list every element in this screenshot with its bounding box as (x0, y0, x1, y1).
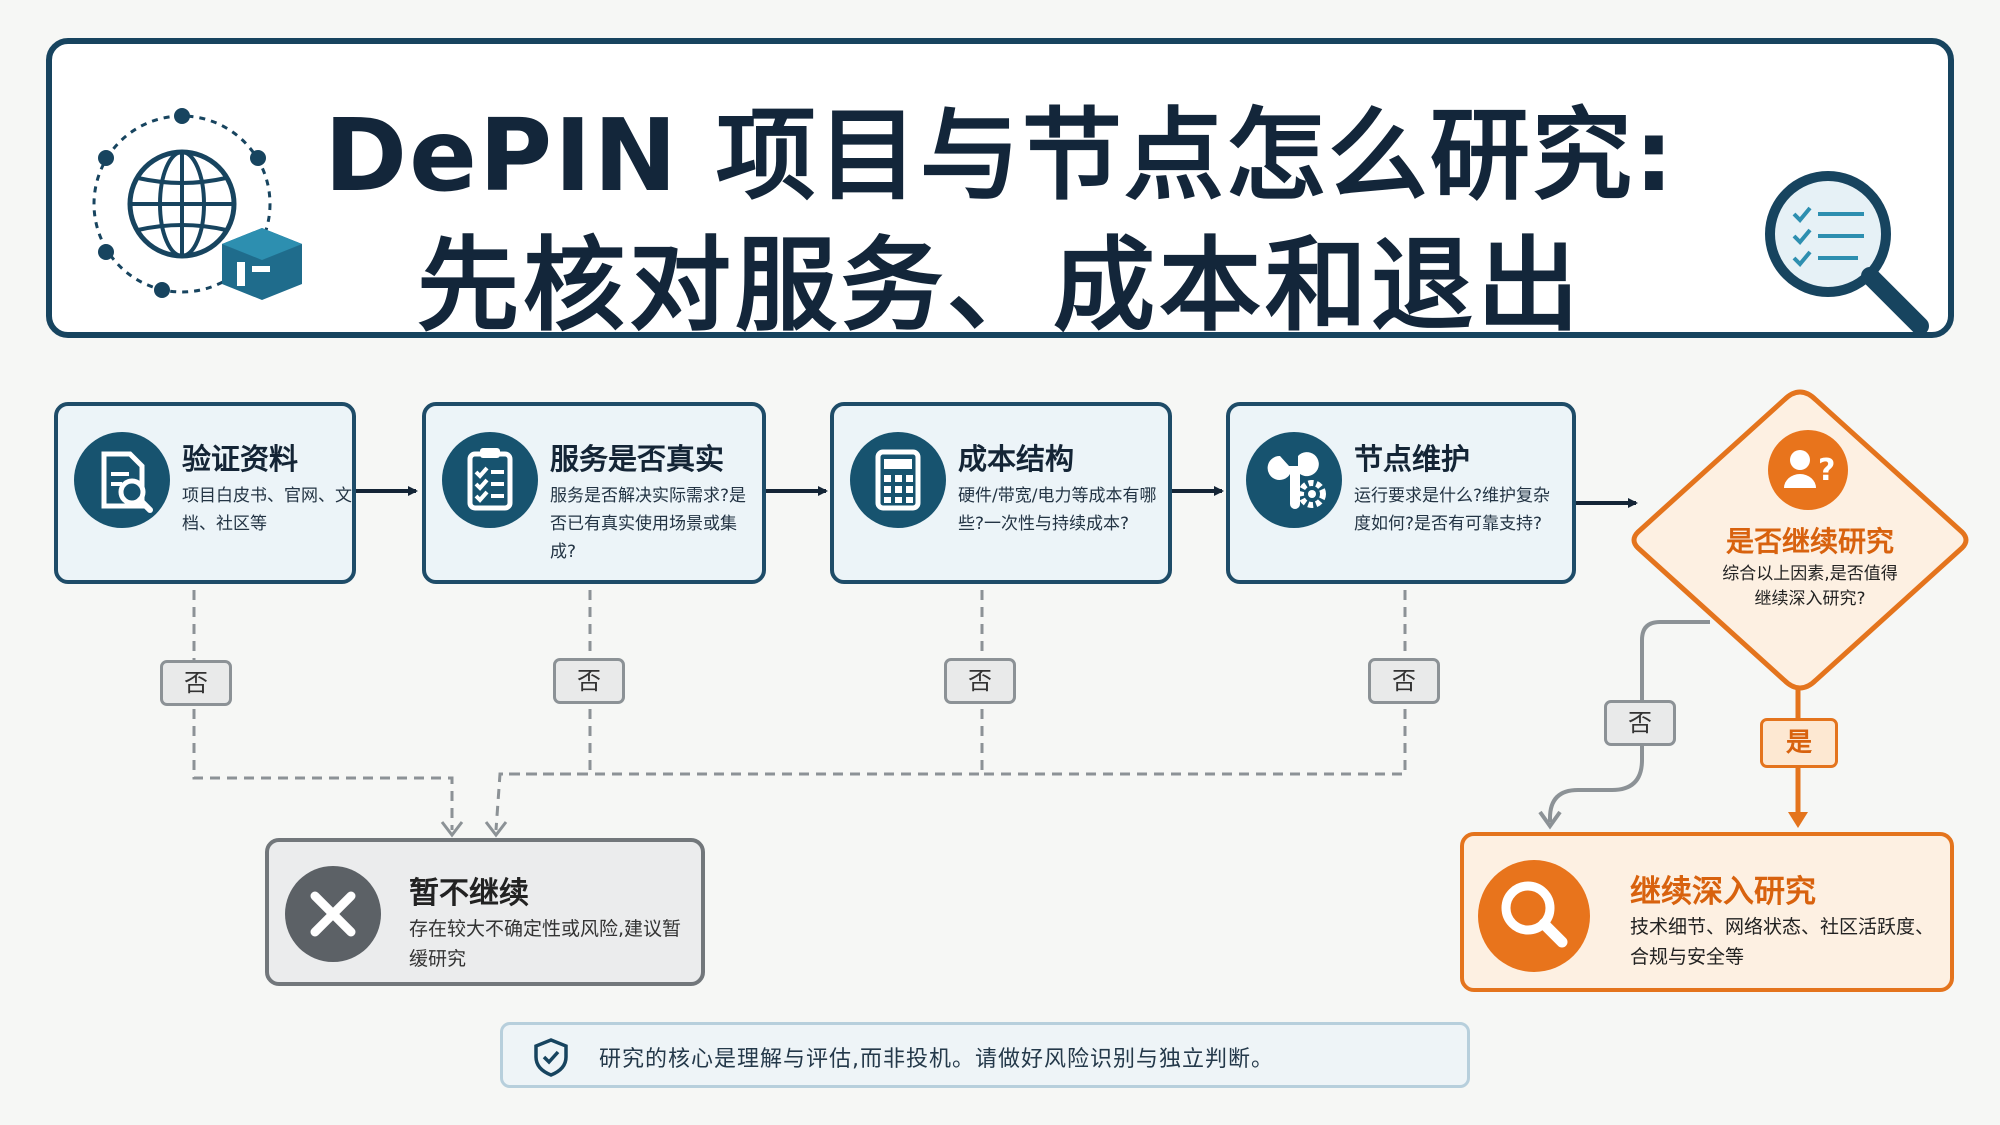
continue-research-box: 继续深入研究 技术细节、网络状态、社区活跃度、合规与安全等 (1460, 832, 1954, 992)
calculator-icon (850, 432, 946, 528)
step-card-real-service: 服务是否真实 服务是否解决实际需求?是否已有真实使用场景或集成? (422, 402, 766, 584)
document-search-icon (74, 432, 170, 528)
magnifier-icon (1478, 860, 1590, 972)
go-title: 继续深入研究 (1630, 874, 1816, 910)
svg-text:?: ? (1818, 453, 1835, 488)
step-title: 成本结构 (958, 442, 1075, 476)
step-title: 服务是否真实 (550, 442, 725, 476)
wrench-gear-icon (1246, 432, 1342, 528)
step-card-node-maintenance: 节点维护 运行要求是什么?维护复杂度如何?是否有可靠支持? (1226, 402, 1576, 584)
checklist-magnifier-icon (1765, 171, 1929, 335)
step-title: 验证资料 (182, 442, 299, 476)
no-arrowhead-1 (440, 821, 464, 838)
decision-yes-arrowhead (1788, 812, 1808, 828)
no-paths (192, 590, 1407, 831)
decision-diamond (1631, 389, 1969, 691)
no-label-step3: 否 (944, 658, 1016, 704)
globe-network-icon (92, 108, 302, 300)
decision-no-arrowhead (1538, 810, 1562, 830)
title-line-2: 先核对服务、成本和退出 (417, 227, 1583, 346)
no-label-step2: 否 (553, 658, 625, 704)
footer-disclaimer: 研究的核心是理解与评估,而非投机。请做好风险识别与独立判断。 (500, 1022, 1470, 1088)
step-desc: 硬件/带宽/电力等成本有哪些?一次性与持续成本? (958, 486, 1157, 534)
decision-desc: 综合以上因素,是否值得继续深入研究? (1722, 564, 1898, 609)
header-banner: DePIN 项目与节点怎么研究: 先核对服务、成本和退出 (46, 38, 1954, 346)
step-desc: 服务是否解决实际需求?是否已有真实使用场景或集成? (550, 486, 747, 562)
step-desc: 运行要求是什么?维护复杂度如何?是否有可靠支持? (1354, 486, 1551, 534)
clipboard-checklist-icon (442, 432, 538, 528)
stop-desc: 存在较大不确定性或风险,建议暂缓研究 (409, 918, 682, 970)
yes-label-decision: 是 (1760, 718, 1838, 768)
decision-title: 是否继续研究 (1725, 525, 1894, 558)
step-card-verify-docs: 验证资料 项目白皮书、官网、文档、社区等 (54, 402, 356, 584)
decision-no-path (1548, 620, 1710, 822)
step-card-cost-structure: 成本结构 硬件/带宽/电力等成本有哪些?一次性与持续成本? (830, 402, 1172, 584)
stop-title: 暂不继续 (409, 876, 529, 911)
step-title: 节点维护 (1354, 442, 1471, 476)
no-label-step1: 否 (160, 660, 232, 706)
no-arrowhead-2 (484, 821, 508, 838)
close-x-icon (285, 866, 381, 962)
step-desc: 项目白皮书、官网、文档、社区等 (182, 486, 352, 534)
title-line-1: DePIN 项目与节点怎么研究: (324, 97, 1676, 214)
shield-check-icon (534, 1038, 568, 1077)
user-question-icon: ? (1768, 430, 1848, 510)
no-label-step4: 否 (1368, 658, 1440, 704)
no-label-decision: 否 (1604, 700, 1676, 746)
footer-text: 研究的核心是理解与评估,而非投机。请做好风险识别与独立判断。 (599, 1047, 1274, 1072)
stop-research-box: 暂不继续 存在较大不确定性或风险,建议暂缓研究 (265, 838, 705, 986)
go-desc: 技术细节、网络状态、社区活跃度、合规与安全等 (1630, 916, 1935, 968)
